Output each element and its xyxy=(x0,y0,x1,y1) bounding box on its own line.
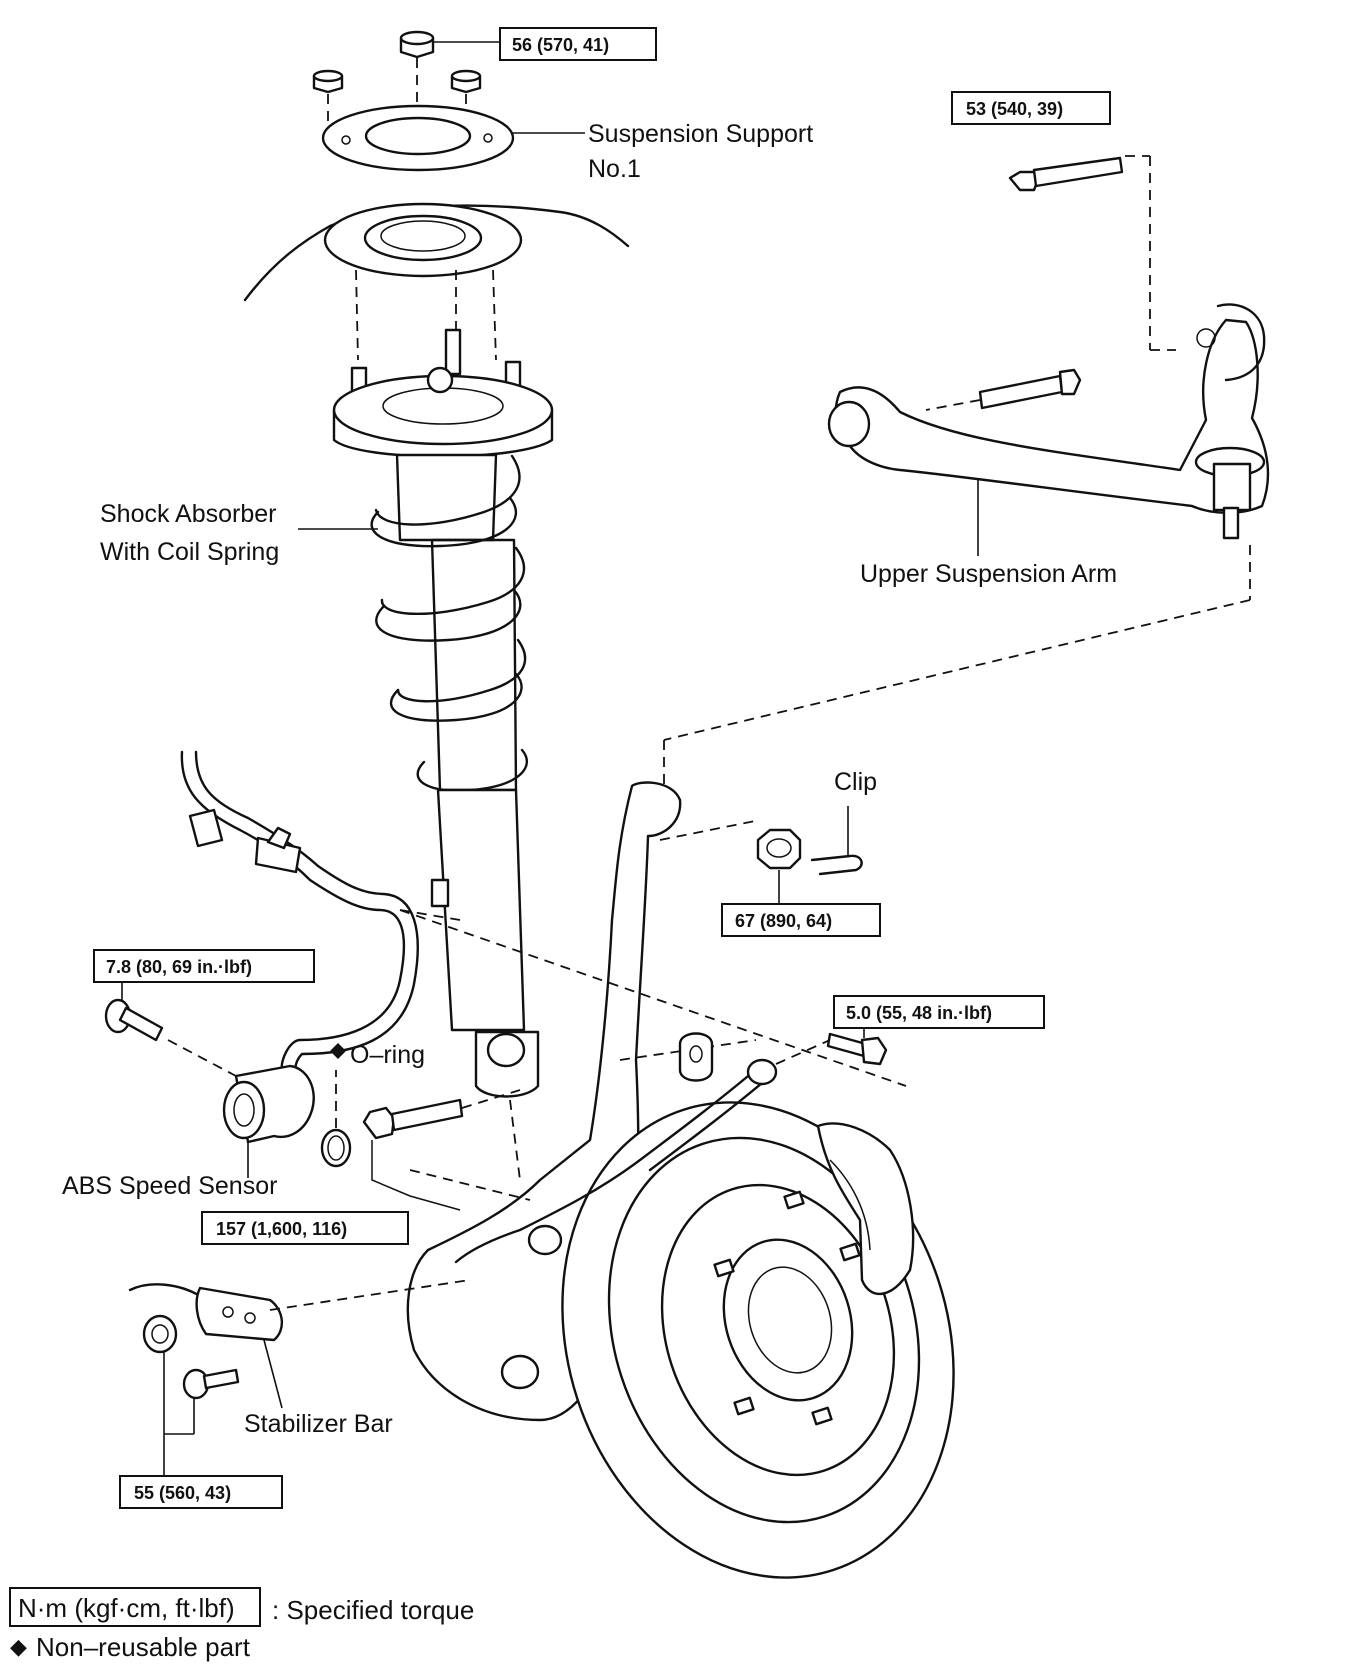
brake-disc-and-hub xyxy=(561,1101,955,1579)
legend-non-reusable: Non–reusable part xyxy=(36,1632,251,1662)
brake-hose xyxy=(454,1039,831,1264)
shock-lower-bolt xyxy=(362,1089,531,1238)
shock-absorber-with-coil-spring xyxy=(298,328,554,1181)
suspension-support-plate xyxy=(321,104,585,172)
clip-and-nut xyxy=(659,806,863,905)
torque-spec-boxes: 56 (570, 41) 53 (540, 39) 67 (890, 64) 7… xyxy=(93,27,1111,1509)
label-abs-speed-sensor: ABS Speed Sensor xyxy=(62,1172,277,1200)
upper-suspension-arm xyxy=(663,303,1270,786)
non-reusable-diamond-icon xyxy=(330,1043,346,1059)
stabilizer-bar-link xyxy=(128,1279,471,1409)
abs-harness xyxy=(180,750,907,1087)
legend-unit-desc: : Specified torque xyxy=(272,1595,474,1625)
label-shock-absorber-line1: Shock Absorber xyxy=(100,500,277,528)
torque-upper-arm-bolt: 53 (540, 39) xyxy=(966,99,1063,119)
legend-diamond-icon: ◆ xyxy=(10,1634,27,1659)
o-ring xyxy=(320,1070,352,1168)
torque-shock-lower-bolt: 157 (1,600, 116) xyxy=(216,1219,347,1239)
label-suspension-support-line2: No.1 xyxy=(588,155,641,183)
abs-speed-sensor xyxy=(222,1064,315,1178)
stabilizer-bolt xyxy=(163,1352,240,1476)
sensor-bolt xyxy=(104,982,237,1077)
label-clip: Clip xyxy=(834,768,877,796)
torque-support-nut: 56 (570, 41) xyxy=(512,35,609,55)
strut-tower-panel xyxy=(243,202,630,361)
torque-stabilizer-bolt: 55 (560, 43) xyxy=(134,1483,231,1503)
legend-unit-box: N·m (kgf·cm, ft·lbf) xyxy=(18,1593,235,1623)
label-upper-suspension-arm: Upper Suspension Arm xyxy=(860,560,1117,588)
hose-bolt xyxy=(826,1010,888,1066)
upper-arm-bolt xyxy=(1008,155,1176,351)
part-labels: Suspension Support No.1 Shock Absorber W… xyxy=(62,120,1117,1438)
torque-clip-nut: 67 (890, 64) xyxy=(735,911,832,931)
legend: N·m (kgf·cm, ft·lbf) : Specified torque … xyxy=(9,1587,474,1662)
label-shock-absorber-line2: With Coil Spring xyxy=(100,538,279,566)
label-suspension-support-line1: Suspension Support xyxy=(588,120,813,148)
torque-hose-bolt: 5.0 (55, 48 in.·lbf) xyxy=(846,1003,992,1023)
support-nut-group xyxy=(312,30,500,135)
label-o-ring: O–ring xyxy=(350,1041,425,1069)
label-stabilizer-bar: Stabilizer Bar xyxy=(244,1410,393,1438)
bushing-washer xyxy=(678,1032,714,1082)
brake-caliper xyxy=(816,1122,915,1296)
torque-sensor-bolt: 7.8 (80, 69 in.·lbf) xyxy=(106,957,252,977)
